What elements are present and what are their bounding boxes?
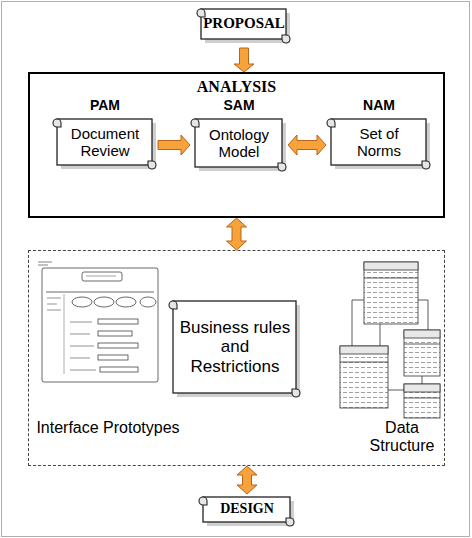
scroll-curl bbox=[282, 35, 290, 43]
stage-title: DESIGN bbox=[204, 501, 290, 517]
scroll-curl bbox=[191, 119, 199, 127]
illustration-label: Data Structure bbox=[360, 419, 444, 456]
scroll-curl bbox=[422, 161, 430, 169]
scroll-curl bbox=[327, 119, 335, 127]
scroll-curl bbox=[169, 301, 177, 309]
scroll-body bbox=[173, 301, 296, 393]
section-heading: SAM bbox=[190, 97, 288, 113]
scroll-curl bbox=[286, 518, 294, 526]
scroll-body bbox=[201, 9, 286, 39]
group-box: ANALYSISPAMDocument ReviewSAMOntology Mo… bbox=[28, 72, 445, 218]
group-title: ANALYSIS bbox=[30, 78, 443, 96]
section-heading: PAM bbox=[52, 97, 158, 113]
scroll-curl bbox=[53, 119, 61, 127]
illustration-label: Interface Prototypes bbox=[33, 419, 183, 437]
scroll-box: Business rules and Restrictions bbox=[168, 298, 302, 402]
scroll-curl bbox=[278, 163, 286, 171]
block-arrow bbox=[237, 466, 257, 494]
block-arrow bbox=[158, 135, 190, 155]
scroll-box: PROPOSAL bbox=[196, 6, 292, 48]
process-text: Document Review bbox=[62, 125, 148, 160]
block-arrow bbox=[227, 218, 247, 250]
scroll-body bbox=[195, 119, 282, 167]
scroll-box: SAMOntology Model bbox=[190, 116, 288, 176]
scroll-curl bbox=[292, 389, 300, 397]
block-arrow bbox=[288, 135, 326, 155]
process-text: Ontology Model bbox=[200, 126, 278, 161]
process-text: Business rules and Restrictions bbox=[178, 318, 292, 377]
process-text: Set of Norms bbox=[348, 125, 410, 160]
scroll-box: PAMDocument Review bbox=[52, 116, 158, 174]
interface-sketch bbox=[38, 262, 158, 382]
scroll-curl bbox=[148, 161, 156, 169]
scroll-box: DESIGN bbox=[198, 494, 296, 531]
stage-title: PROPOSAL bbox=[202, 15, 286, 32]
data-structure-sketch bbox=[340, 262, 440, 418]
scroll-body bbox=[203, 497, 290, 522]
scroll-body bbox=[57, 119, 152, 165]
block-arrow bbox=[234, 48, 254, 72]
group-box: Interface Prototypes Data Structure Busine… bbox=[28, 250, 445, 466]
scroll-body bbox=[331, 119, 426, 165]
scroll-box: NAMSet of Norms bbox=[326, 116, 432, 174]
section-heading: NAM bbox=[326, 97, 432, 113]
scroll-curl bbox=[199, 497, 207, 505]
